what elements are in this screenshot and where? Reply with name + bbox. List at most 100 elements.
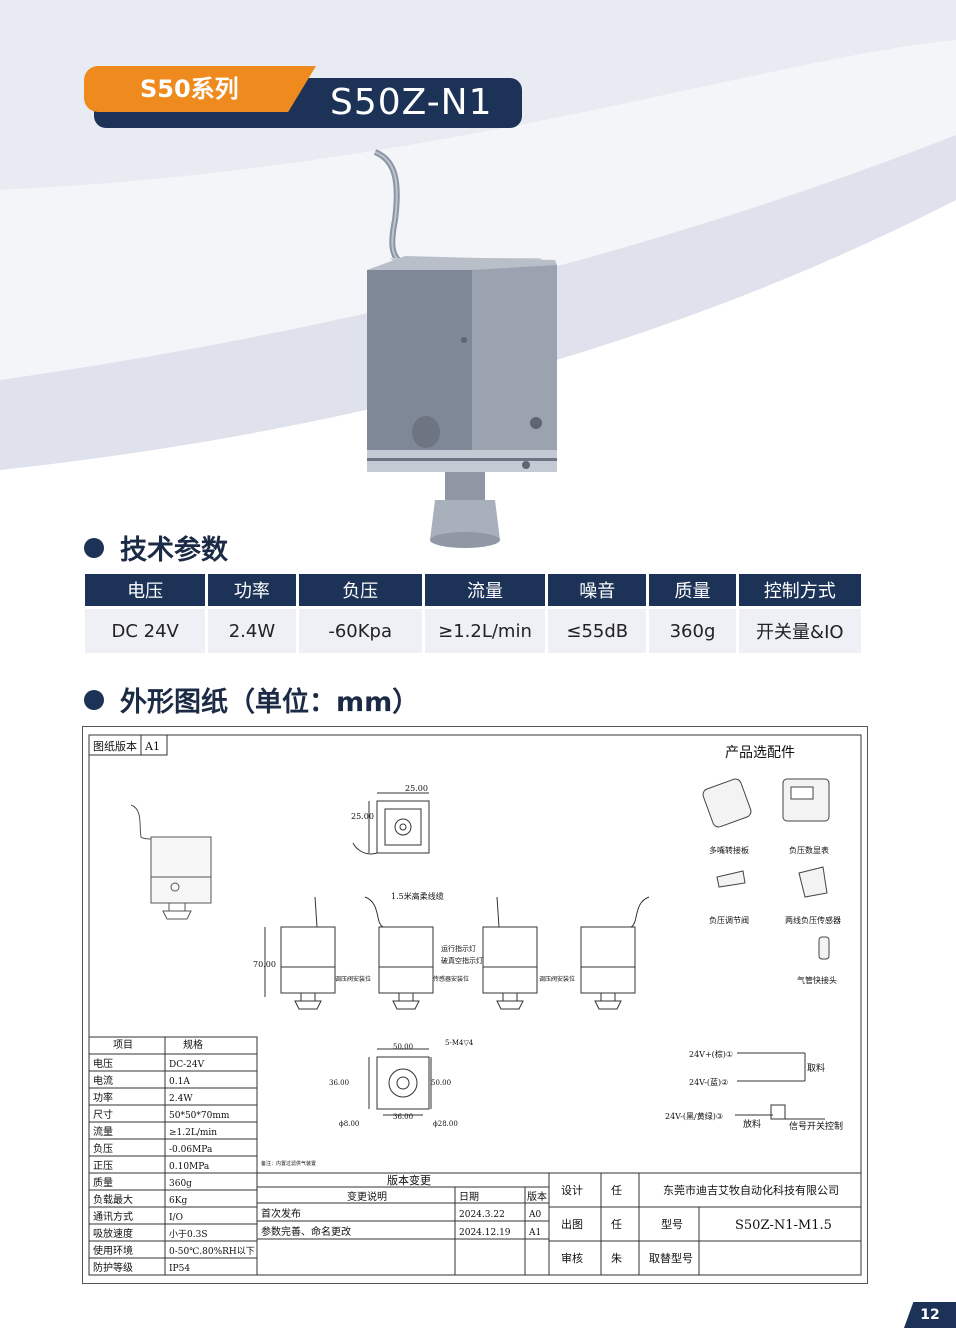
dim-label: ϕ8.00 bbox=[339, 1120, 359, 1128]
drawn-label: 出图 bbox=[561, 1217, 583, 1231]
dim-label: 36.00 bbox=[393, 1113, 413, 1121]
spec-value: 2.4W bbox=[208, 609, 296, 653]
dim-label: 50.00 bbox=[393, 1043, 413, 1051]
drawing-note: 备注：内置过滤供气装置 bbox=[261, 1160, 316, 1167]
accessory-label: 两线负压传感器 bbox=[785, 915, 841, 925]
series-label: S50系列 bbox=[84, 66, 316, 112]
change-cell: A0 bbox=[528, 1210, 541, 1220]
spec-value: 6Kg bbox=[169, 1196, 187, 1206]
spec-header: 噪音 bbox=[548, 574, 647, 606]
model-title: S50Z-N1 bbox=[330, 82, 493, 123]
accessory-label: 多嘴转接板 bbox=[709, 845, 749, 855]
bullet-icon bbox=[84, 689, 104, 710]
drawing-spec-header: 规格 bbox=[183, 1038, 203, 1051]
dim-label: 36.00 bbox=[329, 1079, 349, 1087]
accessory-icons bbox=[702, 778, 830, 960]
spec-item: 质量 bbox=[93, 1177, 113, 1189]
section-dimensions: 外形图纸（单位：mm） bbox=[84, 680, 419, 719]
spec-item: 通讯方式 bbox=[93, 1210, 133, 1223]
change-cell: 首次发布 bbox=[261, 1207, 301, 1220]
version-value: A1 bbox=[144, 740, 160, 753]
change-col: 日期 bbox=[459, 1191, 479, 1203]
design-value: 任 bbox=[611, 1184, 622, 1197]
wire-label: 24V+(棕)① bbox=[689, 1049, 733, 1059]
change-cell: 2024.12.19 bbox=[459, 1228, 511, 1238]
bottom-view bbox=[368, 1048, 432, 1116]
accessory-label: 负压调节阀 bbox=[709, 915, 749, 925]
callout-run-led: 运行指示灯 bbox=[441, 944, 476, 953]
dim-label: 50.00 bbox=[431, 1079, 451, 1087]
spec-item: 尺寸 bbox=[93, 1108, 113, 1121]
callout-sensor: 传感器安装位 bbox=[433, 975, 469, 983]
spec-item: 正压 bbox=[93, 1160, 113, 1172]
top-view bbox=[352, 792, 430, 855]
spec-item: 流量 bbox=[93, 1125, 113, 1138]
callout-valve: 调压阀安装位 bbox=[539, 975, 575, 983]
spec-value: 360g bbox=[169, 1179, 192, 1189]
drawing-spec-header: 项目 bbox=[113, 1039, 133, 1051]
design-label: 设计 bbox=[561, 1184, 583, 1197]
title-block bbox=[548, 1172, 862, 1276]
callout-vac-led: 破真空指示灯 bbox=[441, 956, 483, 965]
spec-item: 防护等级 bbox=[93, 1261, 133, 1274]
section-tech-params: 技术参数 bbox=[84, 528, 228, 567]
drawn-value: 任 bbox=[611, 1218, 622, 1231]
spec-header: 流量 bbox=[424, 574, 546, 606]
change-table bbox=[256, 1172, 550, 1276]
dim-label: 25.00 bbox=[351, 812, 374, 821]
wire-label: 24V-(黑/黄绿)③ bbox=[665, 1111, 723, 1121]
change-cell: 2024.3.22 bbox=[459, 1210, 505, 1220]
accessories-title: 产品选配件 bbox=[725, 745, 795, 761]
spec-table: 电压 功率 负压 流量 噪音 质量 控制方式 DC 24V 2.4W -60Kp… bbox=[82, 571, 864, 656]
drawing-canvas: 图纸版本 A1 25.00 25.00 70.00 1.5米高柔线缆 运行指示灯… bbox=[88, 734, 862, 1276]
change-cell: 参数完善、命名更改 bbox=[261, 1225, 351, 1238]
spec-item: 吸放速度 bbox=[93, 1227, 133, 1240]
spec-value: -0.06MPa bbox=[169, 1145, 213, 1155]
change-cell: A1 bbox=[528, 1228, 541, 1238]
drawing-spec-rows bbox=[89, 1053, 257, 1259]
company-name: 东莞市迪吉艾牧自动化科技有限公司 bbox=[663, 1183, 839, 1197]
engineering-drawing: 图纸版本 A1 25.00 25.00 70.00 1.5米高柔线缆 运行指示灯… bbox=[82, 726, 868, 1284]
spec-value: 360g bbox=[649, 609, 736, 653]
accessory-label: 气管快接头 bbox=[797, 975, 837, 985]
change-col: 版本 bbox=[527, 1190, 547, 1203]
bullet-icon bbox=[84, 537, 104, 558]
change-title: 版本变更 bbox=[387, 1173, 431, 1187]
dim-label: 25.00 bbox=[405, 784, 428, 793]
page-number: 12 bbox=[904, 1302, 956, 1328]
spec-value: DC-24V bbox=[169, 1060, 205, 1070]
spec-value: DC 24V bbox=[85, 609, 206, 653]
spec-item: 负压 bbox=[93, 1142, 113, 1155]
model-value: S50Z-N1-M1.5 bbox=[735, 1218, 832, 1233]
spec-value: 2.4W bbox=[169, 1094, 193, 1104]
accessory-label: 负压数显表 bbox=[789, 845, 829, 855]
spec-value: -60Kpa bbox=[298, 609, 422, 653]
spec-header: 负压 bbox=[298, 574, 422, 606]
spec-header: 质量 bbox=[649, 574, 736, 606]
spec-item: 电压 bbox=[93, 1057, 113, 1070]
callout-cable: 1.5米高柔线缆 bbox=[391, 891, 444, 901]
spec-header: 功率 bbox=[208, 574, 296, 606]
wire-label: 取料 bbox=[807, 1062, 825, 1074]
spec-value: I/O bbox=[169, 1213, 183, 1223]
spec-value: 0.1A bbox=[169, 1077, 190, 1087]
spec-item: 负载最大 bbox=[93, 1193, 133, 1206]
replace-label: 取替型号 bbox=[649, 1251, 693, 1265]
spec-value: 0.10MPa bbox=[169, 1162, 210, 1172]
wire-label: 放料 bbox=[743, 1118, 761, 1130]
spec-value: 50*50*70mm bbox=[169, 1111, 230, 1121]
spec-value: ≤55dB bbox=[548, 609, 647, 653]
front-views bbox=[264, 896, 650, 1010]
spec-item: 电流 bbox=[93, 1074, 113, 1087]
spec-header: 控制方式 bbox=[738, 574, 861, 606]
wire-label: 信号开关控制 bbox=[789, 1120, 843, 1132]
version-label: 图纸版本 bbox=[93, 739, 137, 753]
spec-item: 功率 bbox=[93, 1091, 113, 1104]
spec-value: 小于0.3S bbox=[169, 1229, 207, 1240]
review-value: 朱 bbox=[611, 1252, 622, 1265]
wire-label: 24V-(蓝)② bbox=[689, 1077, 728, 1087]
spec-value: ≥1.2L/min bbox=[169, 1128, 217, 1138]
dim-label: 5-M4▽4 bbox=[445, 1039, 474, 1047]
spec-value: IP54 bbox=[169, 1264, 190, 1274]
spec-value: ≥1.2L/min bbox=[424, 609, 546, 653]
